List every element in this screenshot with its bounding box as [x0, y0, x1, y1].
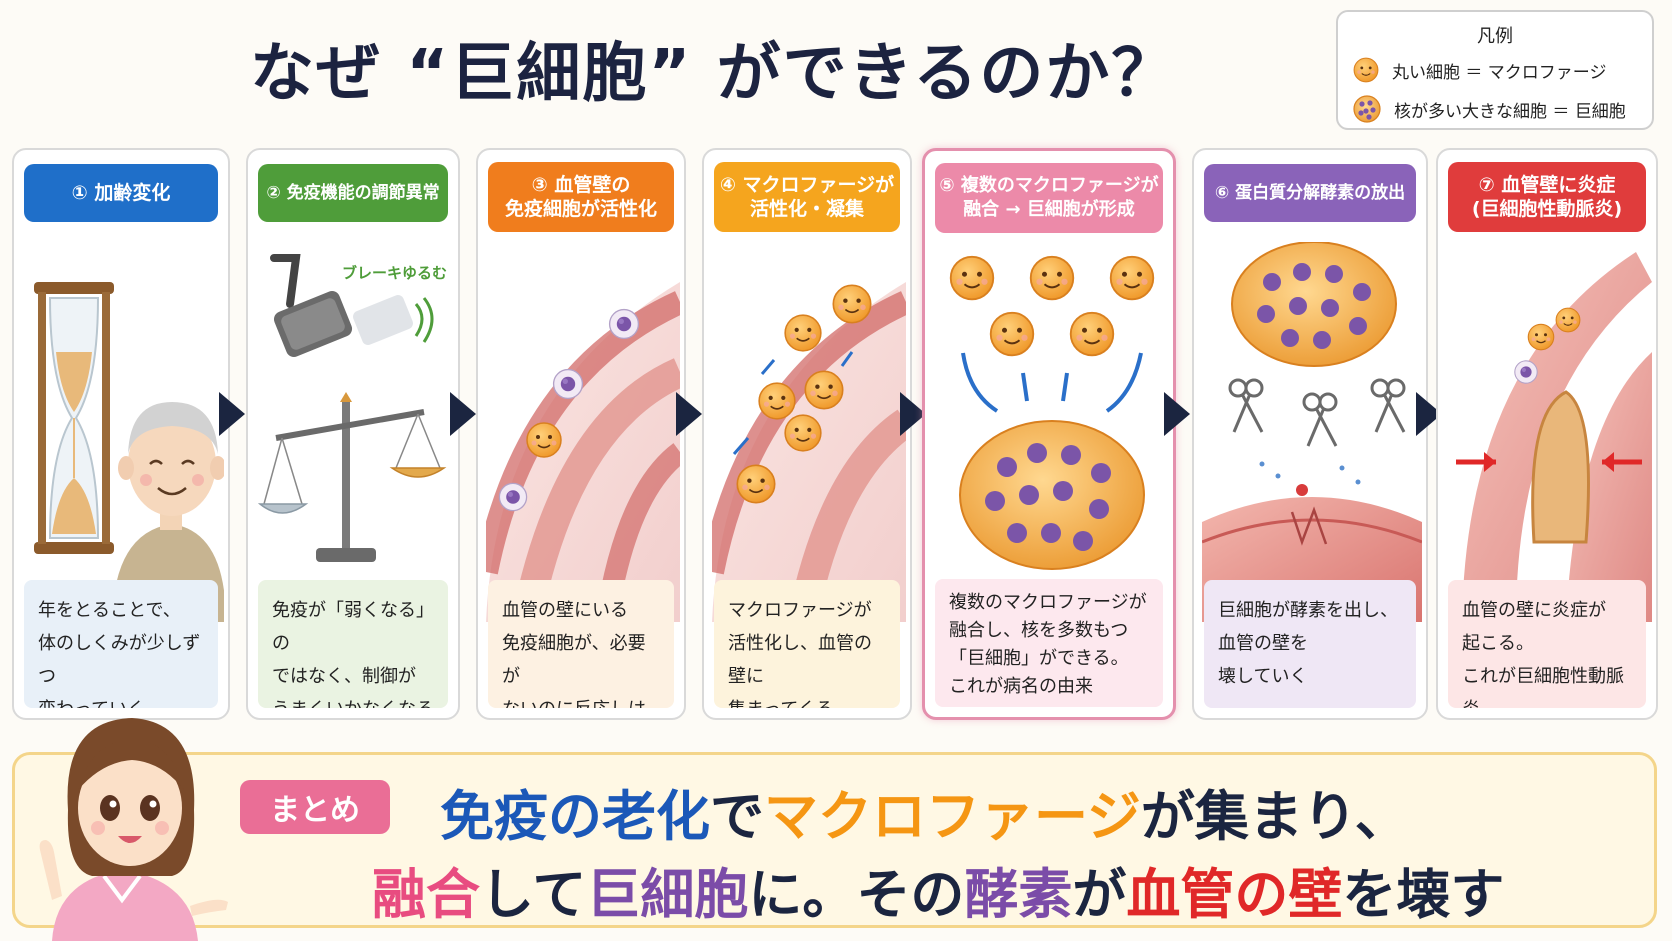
flow-arrow-icon	[219, 392, 245, 436]
summary-keyword-vessel-wall: 血管の壁	[1126, 863, 1343, 926]
macrophage-icon	[1109, 255, 1155, 301]
page-title: なぜ “巨細胞” ができるのか？	[250, 37, 1178, 111]
giant-cell-icon	[1353, 95, 1381, 123]
macrophage-icon	[804, 370, 844, 410]
scissors-icon	[1228, 378, 1406, 447]
macrophage-icon	[784, 414, 822, 452]
summary-keyword-fusion: 融合	[372, 863, 480, 926]
enzyme-release-illustration	[1201, 241, 1423, 622]
legend-item-giant-cell: 核が多い大きな細胞 ＝ 巨細胞	[1352, 94, 1626, 124]
macrophage-icon	[1527, 323, 1555, 351]
macrophage-icon	[989, 311, 1035, 357]
step-header-2: ② 免疫機能の調節異常	[258, 164, 448, 222]
step-panel-2: ② 免疫機能の調節異常 ブレーキゆるむ	[246, 148, 460, 720]
step-header-3: ③ 血管壁の 免疫細胞が活性化	[488, 162, 674, 232]
summary-text: が	[1072, 863, 1127, 926]
step-caption-1: 年をとることで、 体のしくみが少しずつ 変わっていく	[24, 580, 218, 708]
legend: 凡例 丸い細胞 ＝ マクロファージ 核が多い大きな細胞 ＝ 巨細胞	[1336, 10, 1654, 130]
giant-cell-formation-illustration	[933, 243, 1165, 623]
step-caption-3: 血管の壁にいる 免疫細胞が、必要が ないのに反応しはじめる	[488, 580, 674, 708]
step-header-4: ④ マクロファージが 活性化・凝集	[714, 162, 900, 232]
legend-item-macrophage: 丸い細胞 ＝ マクロファージ	[1352, 56, 1606, 84]
summary-text: して	[480, 863, 587, 926]
step-panel-3: ③ 血管壁の 免疫細胞が活性化 血管の壁にいる 免疫細胞が、必要が ないのに反応…	[476, 148, 686, 720]
step-header-1: ① 加齢変化	[24, 164, 218, 222]
step-header-5: ⑤ 複数のマクロファージが 融合 → 巨細胞が形成	[935, 163, 1163, 233]
step-header-6: ⑥ 蛋白質分解酵素の放出	[1204, 164, 1416, 222]
vessel-inflammation-illustration	[1446, 242, 1652, 622]
summary-badge: まとめ	[240, 780, 390, 834]
legend-item-label: 核が多い大きな細胞 ＝ 巨細胞	[1394, 101, 1626, 122]
giant-cell-icon	[959, 420, 1145, 570]
vessel-wall-activation-illustration	[478, 242, 684, 625]
macrophage-icon	[949, 255, 995, 301]
immune-cell-icon	[498, 482, 528, 512]
step-caption-2: 免疫が「弱くなる」の ではなく、制御が うまくいかなくなる	[258, 580, 448, 708]
giant-cell-icon	[1231, 241, 1397, 367]
flow-arrow-icon	[676, 392, 702, 436]
step-caption-6: 巨細胞が酵素を出し、 血管の壁を 壊していく	[1204, 580, 1416, 708]
macrophage-icon	[758, 382, 796, 420]
summary-line-2: 融合して巨細胞に。その酵素が血管の壁を壊す	[372, 850, 1504, 929]
brake-pedal-icon	[270, 254, 434, 357]
legend-item-label: 丸い細胞 ＝ マクロファージ	[1392, 62, 1607, 83]
nurse-avatar	[39, 718, 228, 941]
brake-annotation: ブレーキゆるむ	[342, 264, 448, 282]
step-panel-1: ① 加齢変化	[12, 148, 230, 720]
macrophage-icon	[832, 284, 872, 324]
macrophage-icon	[784, 314, 822, 352]
macrophage-icon	[1029, 255, 1075, 301]
step-header-7: ⑦ 血管壁に炎症 (巨細胞性動脈炎)	[1448, 162, 1646, 232]
summary-keyword-macrophage: マクロファージ	[764, 785, 1141, 848]
step-panel-6: ⑥ 蛋白質分解酵素の放出	[1192, 148, 1428, 720]
macrophage-icon	[1353, 57, 1379, 83]
summary-keyword-enzyme: 酵素	[964, 863, 1073, 926]
flow-arrow-icon	[900, 392, 926, 436]
legend-title: 凡例	[1477, 26, 1513, 47]
step-caption-4: マクロファージが 活性化し、血管の壁に 集まってくる	[714, 580, 900, 708]
summary-text: に。その	[748, 863, 965, 926]
flow-arrow-icon	[1164, 392, 1190, 436]
summary-keyword-giant-cell: 巨細胞	[586, 863, 749, 926]
step-caption-5: 複数のマクロファージが 融合し、核を多数もつ 「巨細胞」ができる。 これが病名の…	[935, 579, 1163, 707]
macrophage-icon	[1555, 307, 1581, 333]
summary-keyword-immune-aging: 免疫の老化	[440, 785, 710, 848]
immune-cell-icon	[608, 308, 640, 340]
summary-text: で	[710, 785, 764, 848]
immune-regulation-illustration: ブレーキゆるむ	[256, 242, 450, 622]
summary-text: が集まり、	[1140, 785, 1409, 848]
macrophage-aggregation-illustration	[704, 242, 910, 625]
immune-cell-icon	[1514, 360, 1538, 384]
immune-cell-icon	[552, 368, 584, 400]
balance-scale-icon	[257, 392, 447, 562]
step-panel-4: ④ マクロファージが 活性化・凝集 マクロファージが 活性化し、血管の壁に 集ま…	[702, 148, 912, 720]
step-panel-7: ⑦ 血管壁に炎症 (巨細胞性動脈炎) 血管の壁に炎症が 起こる。 これが巨細胞性…	[1436, 148, 1658, 720]
aging-illustration	[22, 242, 226, 622]
step-panel-5: ⑤ 複数のマクロファージが 融合 → 巨細胞が形成 複数のマクロファージが 融合…	[922, 148, 1176, 720]
macrophage-icon	[736, 464, 776, 504]
macrophage-icon	[526, 422, 562, 458]
summary-line-1: 免疫の老化でマクロファージが集まり、	[440, 772, 1409, 851]
hourglass-icon	[34, 282, 114, 554]
macrophage-icon	[1069, 311, 1115, 357]
flow-arrow-icon	[450, 392, 476, 436]
summary-text: を壊す	[1342, 863, 1505, 926]
step-caption-7: 血管の壁に炎症が 起こる。 これが巨細胞性動脈炎	[1448, 580, 1646, 708]
